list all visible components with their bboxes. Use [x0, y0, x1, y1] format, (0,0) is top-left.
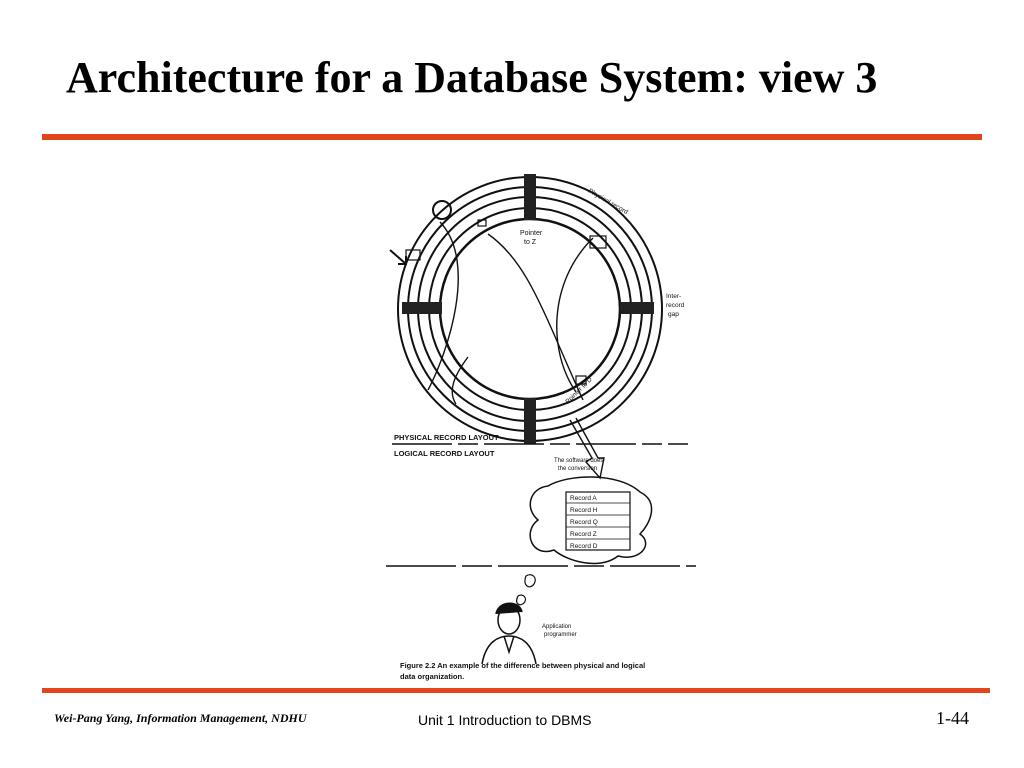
label-logical-layout: LOGICAL RECORD LAYOUT: [394, 449, 495, 458]
label-pointer-to-z-2: to Z: [524, 239, 537, 246]
label-physical-layout: PHYSICAL RECORD LAYOUT: [394, 433, 499, 442]
figure-caption-line2: data organization.: [400, 672, 464, 681]
record-item: Record A: [570, 495, 597, 502]
label-inter-record-gap-1: Inter-: [666, 293, 681, 300]
programmer-figure: [481, 602, 537, 665]
record-item: Record Q: [570, 519, 598, 526]
footer-divider: [42, 688, 990, 693]
figure-caption-line1: Figure 2.2 An example of the difference …: [400, 661, 645, 670]
footer-author: Wei-Pang Yang, Information Management, N…: [54, 711, 307, 725]
label-software-2: the conversion: [558, 466, 597, 472]
title-divider: [42, 134, 982, 140]
figure-drawing: Pointer to Z Physical record Inter- reco…: [386, 174, 696, 681]
left-arrow: [389, 249, 407, 265]
pointer-curves: [427, 221, 594, 405]
record-item: Record Z: [570, 531, 597, 538]
thought-bubbles: [516, 574, 536, 606]
inter-record-gaps: [402, 174, 654, 444]
label-pointer-to-z-1: Pointer: [520, 230, 543, 237]
logical-record-list: Record A Record H Record Q Record Z Reco…: [565, 491, 631, 551]
label-software-1: The software does: [554, 458, 603, 464]
label-programmer: programmer: [544, 632, 577, 638]
thought-cloud: [529, 476, 653, 565]
label-physical-record: Physical record: [587, 188, 629, 216]
footer-unit: Unit 1 Introduction to DBMS: [418, 712, 592, 728]
figure-physical-logical-layout: Pointer to Z Physical record Inter- reco…: [378, 152, 698, 686]
label-inter-record-gap-3: gap: [668, 311, 679, 318]
record-item: Record H: [570, 507, 598, 514]
page-number: 1-44: [936, 708, 969, 728]
slide-title: Architecture for a Database System: view…: [66, 53, 878, 102]
record-item: Record D: [570, 543, 598, 550]
label-inter-record-gap-2: record: [666, 302, 685, 309]
label-application: Application: [542, 624, 571, 630]
track-markers: [405, 200, 607, 385]
